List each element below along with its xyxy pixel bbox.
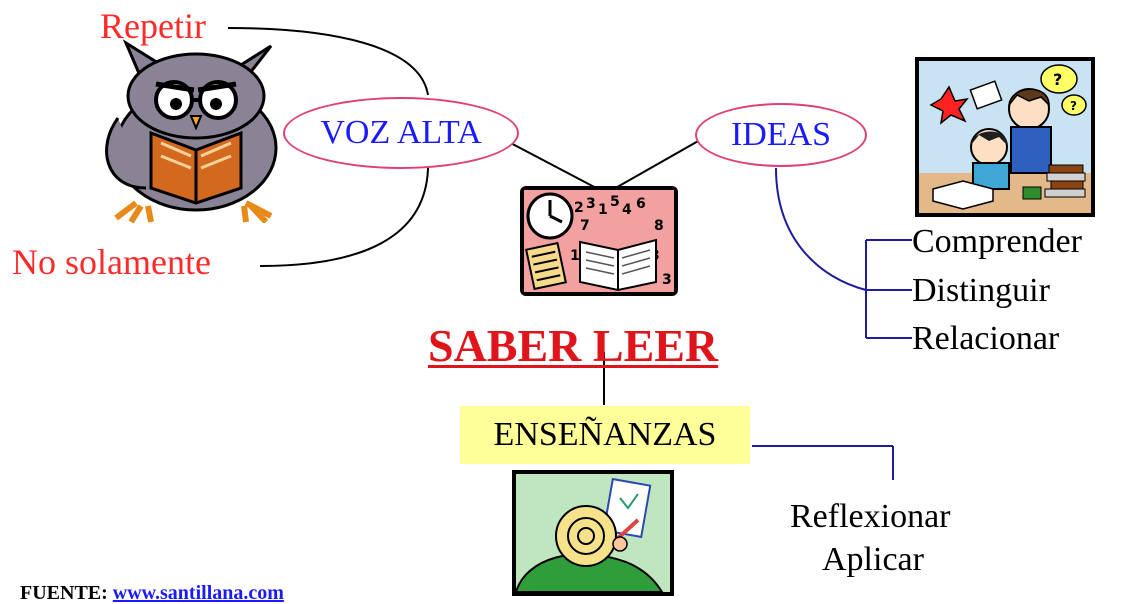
ensenanzas-item-2: Aplicar [822,541,924,578]
source-label: FUENTE: [20,582,108,604]
voz-alta-label: VOZ ALTA [320,114,482,151]
ideas-node: IDEAS [695,103,867,167]
kids-studying-clipart: ? ? [915,57,1095,217]
svg-text:3: 3 [586,196,596,212]
no-solamente-label: No solamente [12,242,211,282]
svg-text:2: 2 [574,200,584,216]
svg-text:4: 4 [622,202,632,218]
ideas-label: IDEAS [730,116,832,153]
clock-books-clipart: 231 546 783 31 [520,186,678,296]
diagram-title: SABER LEER [428,320,719,371]
snail-writing-clipart [512,470,674,596]
ensenanzas-label: ENSEÑANZAS [493,416,717,453]
svg-text:7: 7 [580,218,590,234]
connector-ideas-bracket [775,167,867,291]
ideas-item-1: Comprender [912,223,1082,260]
svg-text:6: 6 [636,196,646,212]
owl-reading-clipart [96,38,306,225]
voz-alta-node: VOZ ALTA [283,97,519,169]
svg-text:1: 1 [598,202,608,218]
svg-text:?: ? [1053,70,1062,89]
source-link[interactable]: www.santillana.com [112,582,284,604]
svg-text:3: 3 [662,272,672,288]
ensenanzas-node: ENSEÑANZAS [460,406,750,464]
source-note: FUENTE: www.santillana.com [20,582,284,604]
repetir-label: Repetir [100,6,206,46]
connector-ideas-center [611,139,701,191]
ensenanzas-item-1: Reflexionar [790,498,951,535]
svg-text:?: ? [1070,99,1077,113]
connector-voz-alta-center [504,139,601,191]
svg-text:5: 5 [610,194,620,210]
ideas-item-3: Relacionar [912,320,1060,357]
svg-text:8: 8 [654,218,664,234]
svg-text:1: 1 [570,248,580,264]
ideas-item-2: Distinguir [912,272,1050,309]
